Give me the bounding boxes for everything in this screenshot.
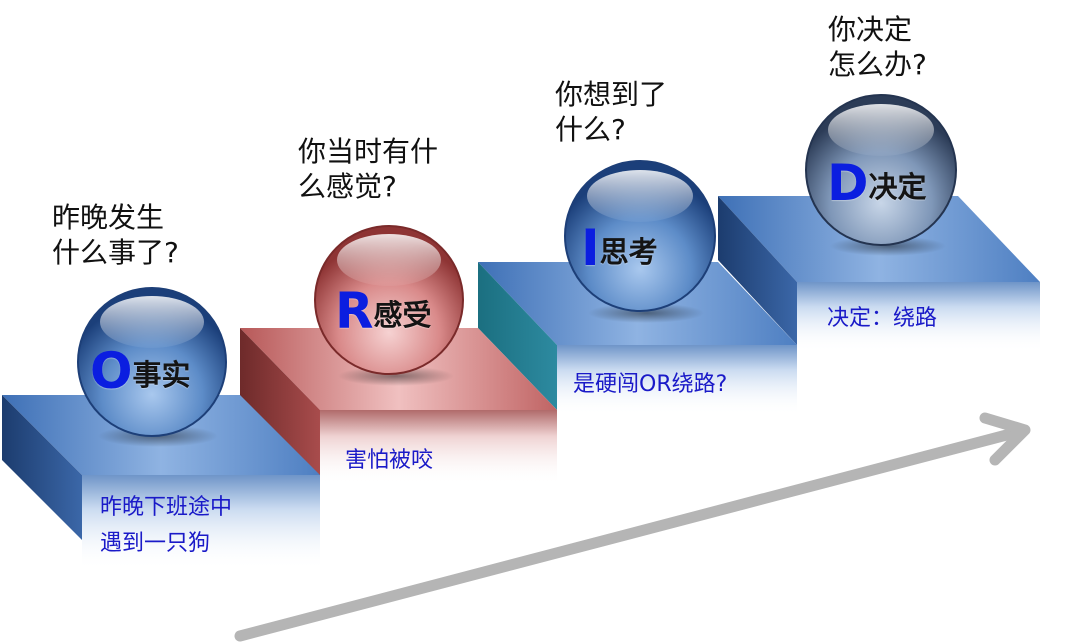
- step-i-word: 思考: [599, 235, 658, 269]
- step-d-label: D决定: [827, 154, 927, 212]
- step-d-question: 你决定 怎么办?: [828, 13, 927, 81]
- step-o-label: O事实: [90, 342, 191, 400]
- sphere-o: [77, 287, 227, 447]
- step-r-label: R感受: [335, 282, 432, 340]
- step-d-platform: [718, 196, 1040, 352]
- step-o-detail: 昨晚下班途中 遇到一只狗: [100, 495, 233, 556]
- step-o-word: 事实: [132, 358, 191, 392]
- step-r-detail: 害怕被咬: [345, 448, 434, 473]
- step-o-question: 昨晚发生 什么事了?: [52, 201, 179, 269]
- step-o-platform: [2, 395, 320, 570]
- step-i-question: 你想到了 什么?: [555, 78, 668, 146]
- step-r-word: 感受: [373, 298, 432, 332]
- step-d-letter: D: [827, 154, 869, 212]
- step-i-letter: I: [581, 219, 600, 277]
- step-i-label: I思考: [581, 219, 658, 277]
- sphere-d: [805, 94, 957, 256]
- sphere-i: [564, 160, 716, 323]
- progress-arrow: [234, 412, 1031, 642]
- step-i-detail: 是硬闯OR绕路?: [573, 372, 728, 397]
- step-d-word: 决定: [868, 170, 927, 204]
- step-r-letter: R: [335, 282, 374, 340]
- step-d-detail: 决定：绕路: [827, 306, 938, 331]
- step-r-question: 你当时有什 么感觉?: [298, 135, 439, 203]
- step-o-letter: O: [90, 342, 133, 400]
- sphere-r: [314, 225, 464, 386]
